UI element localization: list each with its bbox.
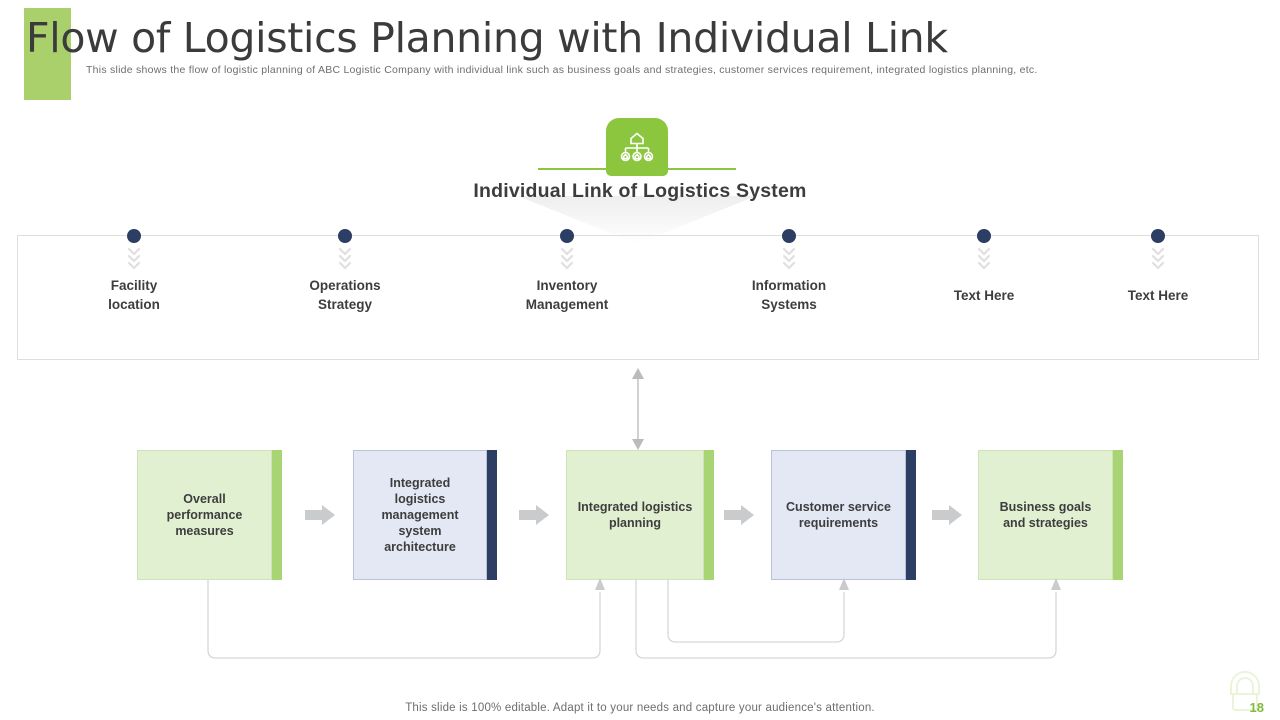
- flow-box-label: Customer service requirements: [786, 500, 891, 530]
- step-arrow-icon-3: [724, 504, 754, 526]
- chevron-down-icon: [977, 247, 991, 271]
- flow-box-accent: [704, 450, 714, 580]
- org-hierarchy-icon: [606, 118, 668, 176]
- node-label-line2: Management: [525, 297, 609, 312]
- footer-note: This slide is 100% editable. Adapt it to…: [405, 702, 875, 714]
- node-dot: [782, 229, 796, 243]
- chevron-down-icon: [782, 247, 796, 271]
- flow-box-body: Business goals and strategies: [978, 450, 1113, 580]
- individual-link-panel: Facility location Operations Strategy: [17, 229, 1259, 360]
- chevron-down-icon: [127, 247, 141, 271]
- node-dot: [338, 229, 352, 243]
- step-arrow-icon-1: [305, 504, 335, 526]
- flow-box-label: Overall performance measures: [166, 492, 243, 538]
- page-subtitle: This slide shows the flow of logistic pl…: [86, 64, 1038, 76]
- node-label-line2: location: [108, 297, 160, 312]
- page-title: Flow of Logistics Planning with Individu…: [26, 14, 948, 62]
- flow-box-body: Integrated logistics planning: [566, 450, 704, 580]
- chevron-down-icon: [1151, 247, 1165, 271]
- link-node-label: Information Systems: [709, 276, 869, 314]
- flow-box-accent: [1113, 450, 1123, 580]
- node-label-line2: Systems: [761, 297, 817, 312]
- flow-box-label: Integrated logistics planning: [577, 500, 693, 530]
- vertical-double-arrow-icon: [626, 368, 650, 450]
- flow-box-accent: [906, 450, 916, 580]
- flow-box-integrated-logistics-management-system-architecture[interactable]: Integrated logistics management system a…: [353, 450, 497, 580]
- banner-down-arrow-icon: [518, 196, 756, 244]
- banner-underline: [538, 168, 736, 170]
- loop-arrowhead: [839, 578, 849, 590]
- link-node-label: Text Here: [904, 286, 1064, 305]
- loop-arrowhead: [595, 578, 605, 590]
- page-number: 18: [1249, 700, 1264, 715]
- node-label-line2: Strategy: [317, 297, 373, 312]
- flow-box-accent: [272, 450, 282, 580]
- page-watermark-icon: [1220, 666, 1270, 716]
- node-dot: [977, 229, 991, 243]
- flow-box-integrated-logistics-planning[interactable]: Integrated logistics planning: [566, 450, 714, 580]
- chevron-down-icon: [560, 247, 574, 271]
- node-label-line1: Operations: [309, 278, 381, 293]
- node-dot: [1151, 229, 1165, 243]
- node-dot: [560, 229, 574, 243]
- flow-box-body: Customer service requirements: [771, 450, 906, 580]
- node-label-line1: Text Here: [953, 288, 1015, 303]
- banner-title: Individual Link of Logistics System: [473, 180, 807, 202]
- flow-box-accent: [487, 450, 497, 580]
- node-dot: [127, 229, 141, 243]
- step-arrow-icon-4: [932, 504, 962, 526]
- chevron-down-icon: [338, 247, 352, 271]
- header-accent-bar: [24, 8, 71, 100]
- flow-box-body: Overall performance measures: [137, 450, 272, 580]
- link-node-label: Text Here: [1078, 286, 1238, 305]
- flow-box-business-goals-and-strategies[interactable]: Business goals and strategies: [978, 450, 1123, 580]
- link-node-label: Facility location: [54, 276, 214, 314]
- flow-box-overall-performance-measures[interactable]: Overall performance measures: [137, 450, 282, 580]
- node-label-line1: Text Here: [1127, 288, 1189, 303]
- link-node-label: Inventory Management: [487, 276, 647, 314]
- feedback-loop-connectors: [0, 570, 1280, 670]
- loop-arrowhead: [1051, 578, 1061, 590]
- flow-box-label: Business goals and strategies: [999, 500, 1092, 530]
- flow-box-customer-service-requirements[interactable]: Customer service requirements: [771, 450, 916, 580]
- step-arrow-icon-2: [519, 504, 549, 526]
- node-label-line1: Facility: [110, 278, 158, 293]
- node-label-line1: Inventory: [536, 278, 598, 293]
- node-label-line1: Information: [751, 278, 827, 293]
- flow-box-body: Integrated logistics management system a…: [353, 450, 487, 580]
- flow-box-label: Integrated logistics management system a…: [381, 476, 459, 554]
- link-node-label: Operations Strategy: [265, 276, 425, 314]
